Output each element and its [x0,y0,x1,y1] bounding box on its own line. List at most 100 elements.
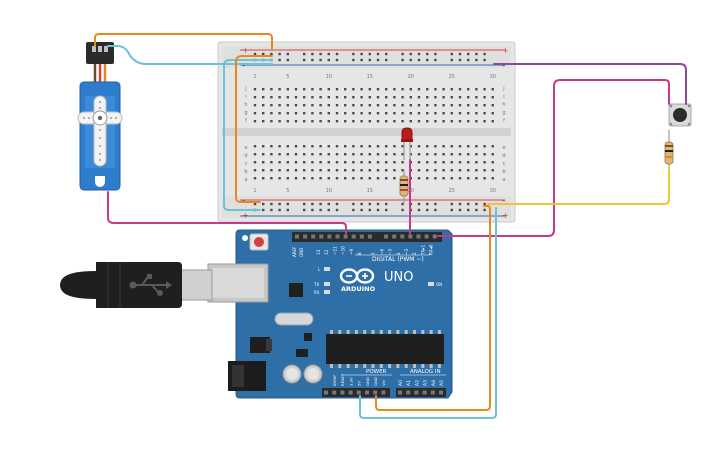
wire-button-vcc[interactable] [493,63,687,105]
digital-pin-label: ~6 [379,248,384,255]
servo-motor[interactable] [77,42,123,191]
voltage-regulator [250,337,270,353]
column-number-top: 5 [286,74,289,80]
row-letter: h [244,102,247,108]
digital-pin-label: ~10 [341,246,346,255]
digital-pin-label: 13 [316,249,321,255]
column-number-top: 30 [490,74,496,80]
push-button[interactable] [668,103,692,127]
wire-button-signal[interactable] [437,79,670,237]
column-number-bottom: 25 [449,188,455,194]
digital-pin-label: ~11 [332,246,337,255]
wire-gnd[interactable] [359,207,497,419]
analog-pin-label: A0 [398,380,404,386]
digital-header[interactable] [292,232,442,242]
wire-rail-gnd-link[interactable] [223,59,273,211]
row-letter: f [245,118,247,124]
digital-pin-label: 8 [357,252,362,255]
analog-in-label: ANALOG IN [410,369,441,375]
column-number-top: 1 [253,74,256,80]
wires [94,33,687,419]
on-led [428,282,434,286]
capacitors [282,364,323,384]
row-letter: i [503,94,504,100]
aref-label: AREF [292,246,297,257]
row-letter: b [244,169,247,175]
rail-minus-label-br: - [502,196,505,206]
column-number-top: 10 [326,74,332,80]
wire-5v[interactable] [375,205,491,411]
digital-pin-label: ~5 [388,248,393,255]
button-resistor[interactable] [664,130,674,170]
column-number-top: 15 [367,74,373,80]
digital-header-holes [295,234,437,239]
wire-rail-vcc-link[interactable] [235,55,273,203]
row-letter: i [245,94,246,100]
reset-button-cap[interactable] [254,237,264,247]
l-led-label: L [318,267,321,272]
usb-cable[interactable] [60,262,213,308]
rx-led-label: RX [314,290,320,295]
row-letter: h [502,102,505,108]
rail-minus-label-tr: - [502,61,505,71]
row-letter: g [502,110,505,116]
power-pin-label: GND [373,377,378,386]
column-number-top: 25 [449,74,455,80]
row-letter: c [245,161,248,167]
usb-cable-end [60,271,96,299]
gnd-label: GND [299,248,304,257]
column-number-bottom: 30 [490,188,496,194]
digital-pin-label: 12 [324,249,329,255]
power-pin-label: 3.3V [348,377,353,386]
servo-horn [77,95,123,167]
row-letter: j [502,86,504,92]
center-channel [222,128,511,136]
row-letter: e [502,145,505,151]
rail-plus-label-tl: + [242,46,249,55]
power-pin-label: RESET [340,373,345,386]
wire-servo-signal[interactable] [107,191,347,235]
rail-plus-label-br: + [502,211,509,220]
usb-chip [289,283,303,297]
red-led[interactable] [401,127,413,160]
wire-servo-gnd[interactable] [107,45,273,65]
uno-model-text: UNO [384,270,413,285]
digital-pin-label: ~3 [404,248,409,255]
arduino-logo [339,268,375,284]
analog-header[interactable] [396,388,446,397]
analog-pin-label: A3 [423,380,429,386]
rx-led [324,290,330,294]
tx-led-label: TX [313,282,319,287]
analog-pin-label: A4 [431,380,437,386]
power-pin-label: Vin [381,379,386,386]
power-header[interactable] [322,388,390,397]
row-letter: c [503,161,506,167]
bottom-header-holes [324,390,443,395]
power-pin-label: IOREF [332,375,337,386]
rail-plus-label-bl: + [242,211,249,220]
digital-pin-label: 7 [371,252,376,255]
row-letter: b [502,169,505,175]
digital-pin-label: TX▸1 [420,244,425,256]
wire-button-pulldown[interactable] [487,167,670,205]
usb-plug-metal [179,269,213,301]
chip-legs [330,330,441,368]
row-letter: a [244,177,247,183]
led-resistor[interactable] [399,170,409,203]
tx-led [324,282,330,286]
row-letter: a [502,177,505,183]
row-letter: g [244,110,247,116]
on-led-label: ON [436,282,442,287]
row-letter: f [503,118,505,124]
wire-servo-vcc[interactable] [94,33,273,51]
atmega-chip [326,334,444,364]
column-number-bottom: 15 [367,188,373,194]
power-label: POWER [366,369,387,375]
analog-pin-label: A1 [406,380,412,386]
mount-hole-top [242,235,248,241]
